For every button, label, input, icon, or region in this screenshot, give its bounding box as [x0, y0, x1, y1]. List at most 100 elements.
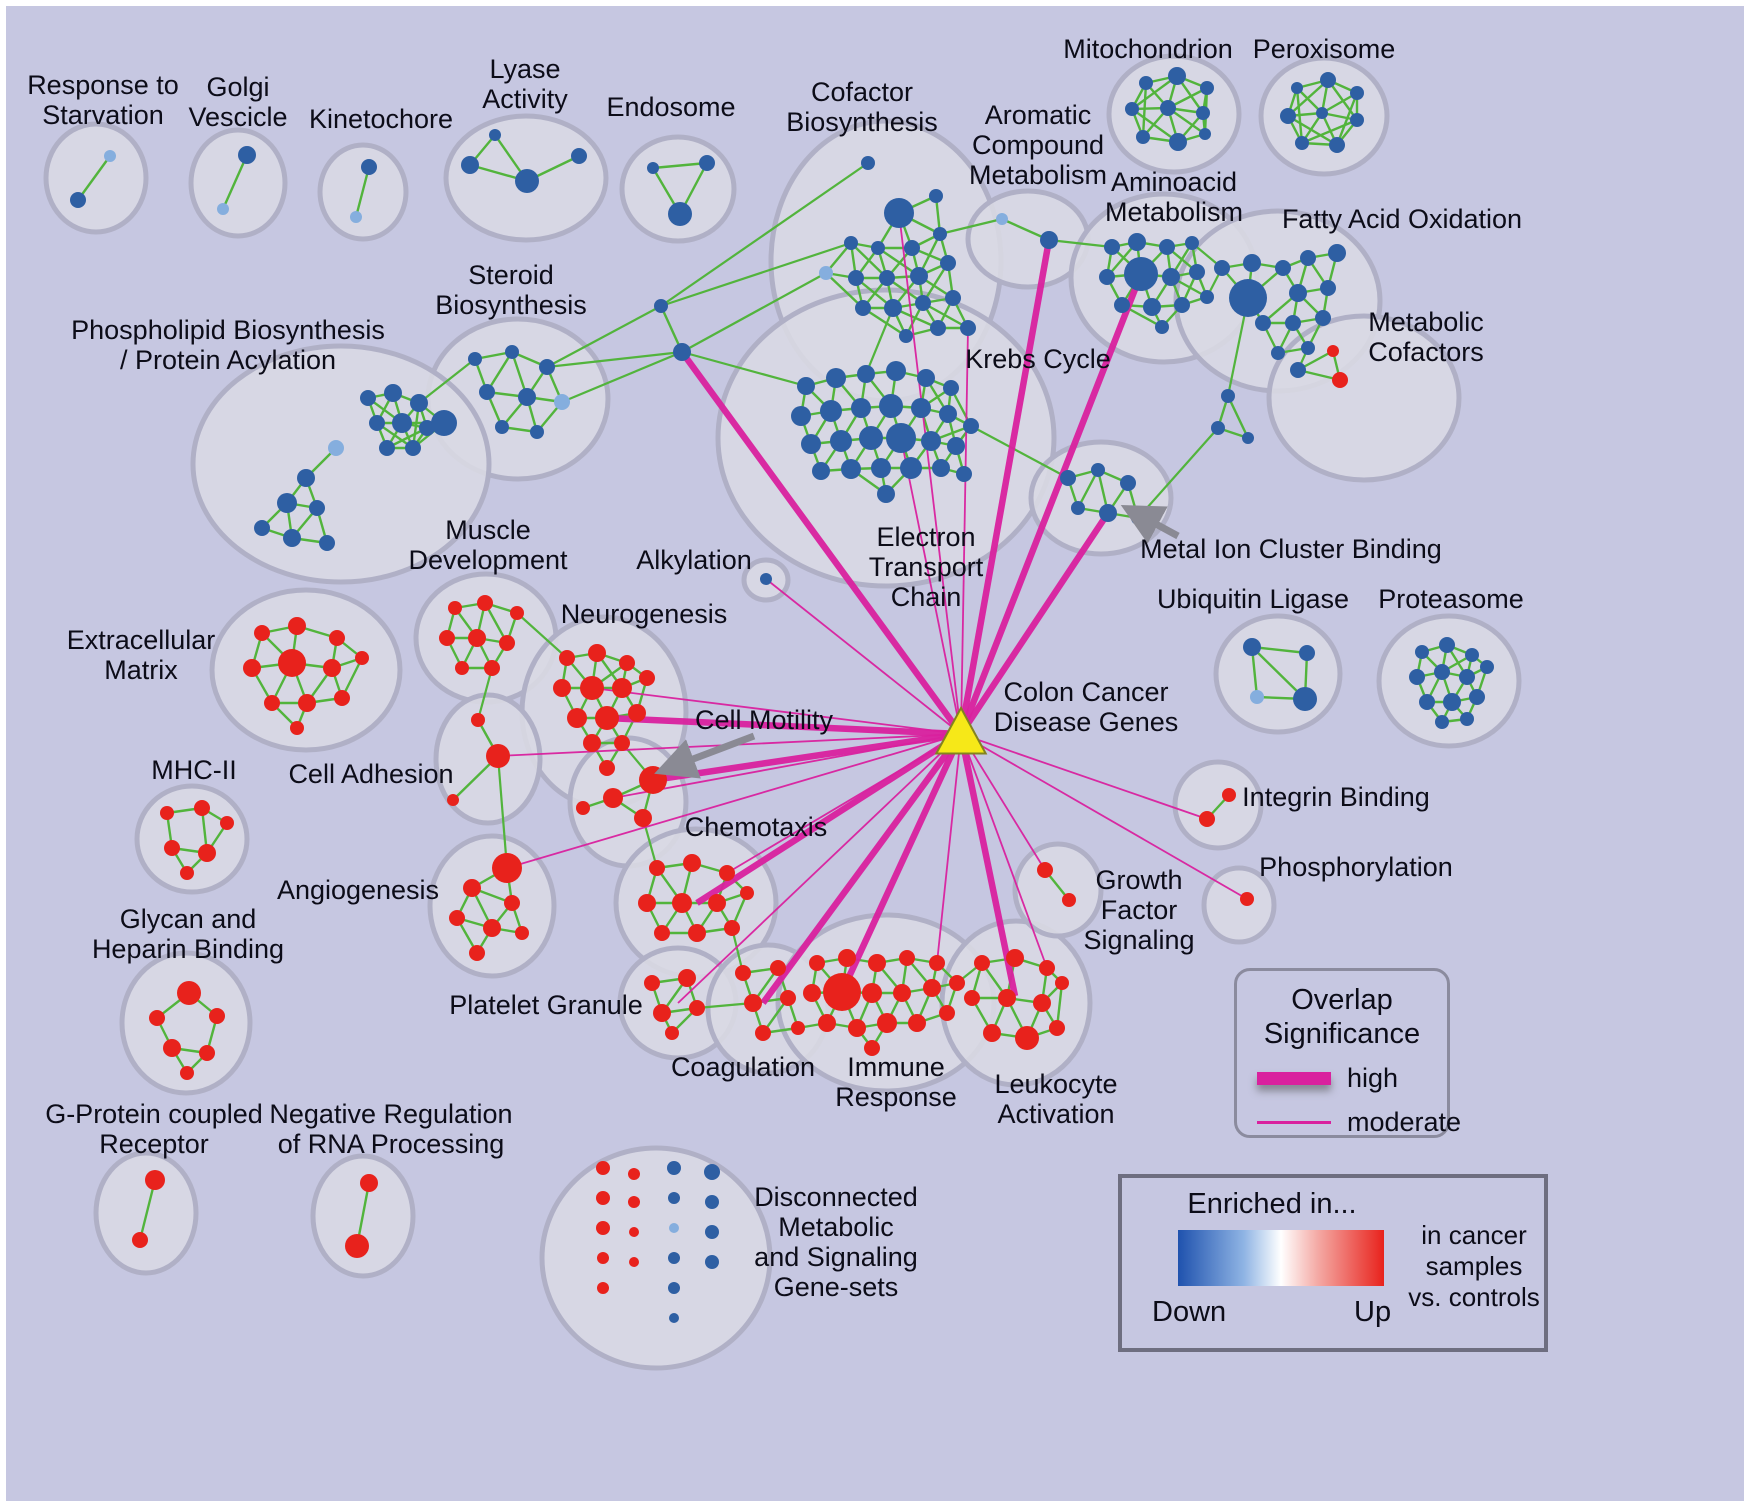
gene-set-node[interactable] [628, 704, 646, 722]
gene-set-node[interactable] [1271, 346, 1285, 360]
gene-set-node[interactable] [455, 661, 469, 675]
gene-set-node[interactable] [1060, 470, 1076, 486]
gene-set-node[interactable] [596, 1221, 610, 1235]
gene-set-node[interactable] [791, 406, 811, 426]
gene-set-node[interactable] [943, 380, 959, 396]
gene-set-node[interactable] [964, 990, 980, 1006]
gene-set-node[interactable] [567, 708, 587, 728]
gene-set-node[interactable] [886, 361, 906, 381]
gene-set-node[interactable] [629, 1257, 639, 1267]
gene-set-node[interactable] [868, 954, 886, 972]
gene-set-node[interactable] [884, 299, 902, 317]
gene-set-node[interactable] [668, 1282, 680, 1294]
gene-set-node[interactable] [1015, 1026, 1039, 1050]
gene-set-node[interactable] [163, 1039, 181, 1057]
gene-set-node[interactable] [369, 415, 385, 431]
gene-set-node[interactable] [668, 1192, 680, 1204]
gene-set-node[interactable] [180, 866, 194, 880]
gene-set-node[interactable] [449, 910, 465, 926]
gene-set-node[interactable] [1243, 254, 1261, 272]
gene-set-node[interactable] [463, 879, 481, 897]
gene-set-node[interactable] [479, 384, 495, 400]
gene-set-node[interactable] [309, 500, 325, 516]
gene-set-node[interactable] [899, 329, 913, 343]
gene-set-node[interactable] [1243, 638, 1261, 656]
gene-set-node[interactable] [1104, 239, 1120, 255]
gene-set-node[interactable] [1289, 284, 1307, 302]
gene-set-node[interactable] [1459, 669, 1475, 685]
gene-set-node[interactable] [1320, 72, 1336, 88]
gene-set-node[interactable] [1409, 669, 1425, 685]
gene-set-node[interactable] [220, 816, 234, 830]
gene-set-node[interactable] [334, 690, 350, 706]
gene-set-node[interactable] [199, 1045, 215, 1061]
gene-set-node[interactable] [861, 156, 875, 170]
gene-set-node[interactable] [471, 713, 485, 727]
gene-set-node[interactable] [1139, 76, 1153, 90]
gene-set-node[interactable] [719, 865, 735, 881]
gene-set-node[interactable] [629, 1227, 639, 1237]
gene-set-node[interactable] [379, 440, 395, 456]
gene-set-node[interactable] [277, 493, 297, 513]
gene-set-node[interactable] [1159, 239, 1175, 255]
gene-set-node[interactable] [851, 398, 871, 418]
gene-set-node[interactable] [177, 981, 201, 1005]
gene-set-node[interactable] [384, 384, 402, 402]
gene-set-node[interactable] [1091, 463, 1105, 477]
gene-set-node[interactable] [960, 320, 976, 336]
gene-set-node[interactable] [319, 535, 335, 551]
gene-set-node[interactable] [678, 969, 696, 987]
gene-set-node[interactable] [998, 989, 1016, 1007]
gene-set-node[interactable] [1350, 113, 1364, 127]
gene-set-node[interactable] [217, 203, 229, 215]
gene-set-node[interactable] [360, 1174, 378, 1192]
gene-set-node[interactable] [486, 744, 510, 768]
gene-set-node[interactable] [653, 1004, 671, 1022]
gene-set-node[interactable] [654, 925, 670, 941]
gene-set-node[interactable] [198, 844, 216, 862]
gene-set-node[interactable] [553, 679, 571, 697]
gene-set-node[interactable] [448, 601, 462, 615]
gene-set-node[interactable] [209, 1008, 225, 1024]
gene-set-node[interactable] [797, 377, 815, 395]
gene-set-node[interactable] [1295, 136, 1309, 150]
gene-set-node[interactable] [688, 924, 706, 942]
gene-set-node[interactable] [1480, 660, 1494, 674]
gene-set-node[interactable] [820, 400, 842, 422]
gene-set-node[interactable] [848, 1019, 866, 1037]
gene-set-node[interactable] [477, 595, 493, 611]
gene-set-node[interactable] [910, 267, 928, 285]
gene-set-node[interactable] [1439, 637, 1455, 653]
gene-set-node[interactable] [243, 659, 261, 677]
gene-set-node[interactable] [1285, 315, 1301, 331]
gene-set-node[interactable] [755, 1025, 771, 1041]
gene-set-node[interactable] [619, 655, 635, 671]
gene-set-node[interactable] [705, 1225, 719, 1239]
gene-set-node[interactable] [1460, 712, 1474, 726]
gene-set-node[interactable] [724, 920, 740, 936]
gene-set-node[interactable] [439, 630, 455, 646]
gene-set-node[interactable] [1114, 297, 1130, 313]
gene-set-node[interactable] [1469, 689, 1485, 705]
gene-set-node[interactable] [705, 1195, 719, 1209]
gene-set-node[interactable] [705, 1255, 719, 1269]
gene-set-node[interactable] [803, 984, 821, 1002]
gene-set-node[interactable] [1299, 645, 1315, 661]
gene-set-node[interactable] [812, 462, 830, 480]
gene-set-node[interactable] [571, 148, 587, 164]
gene-set-node[interactable] [818, 1014, 836, 1032]
gene-set-node[interactable] [530, 425, 544, 439]
gene-set-node[interactable] [510, 606, 524, 620]
gene-set-node[interactable] [1062, 893, 1076, 907]
gene-set-node[interactable] [431, 410, 457, 436]
gene-set-node[interactable] [857, 365, 875, 383]
gene-set-node[interactable] [499, 635, 515, 651]
gene-set-node[interactable] [921, 431, 941, 451]
gene-set-node[interactable] [1316, 107, 1328, 119]
gene-set-node[interactable] [770, 960, 786, 976]
gene-set-node[interactable] [515, 169, 539, 193]
gene-set-node[interactable] [884, 198, 914, 228]
gene-set-node[interactable] [877, 1013, 897, 1033]
gene-set-node[interactable] [1242, 432, 1254, 444]
gene-set-node[interactable] [254, 520, 270, 536]
